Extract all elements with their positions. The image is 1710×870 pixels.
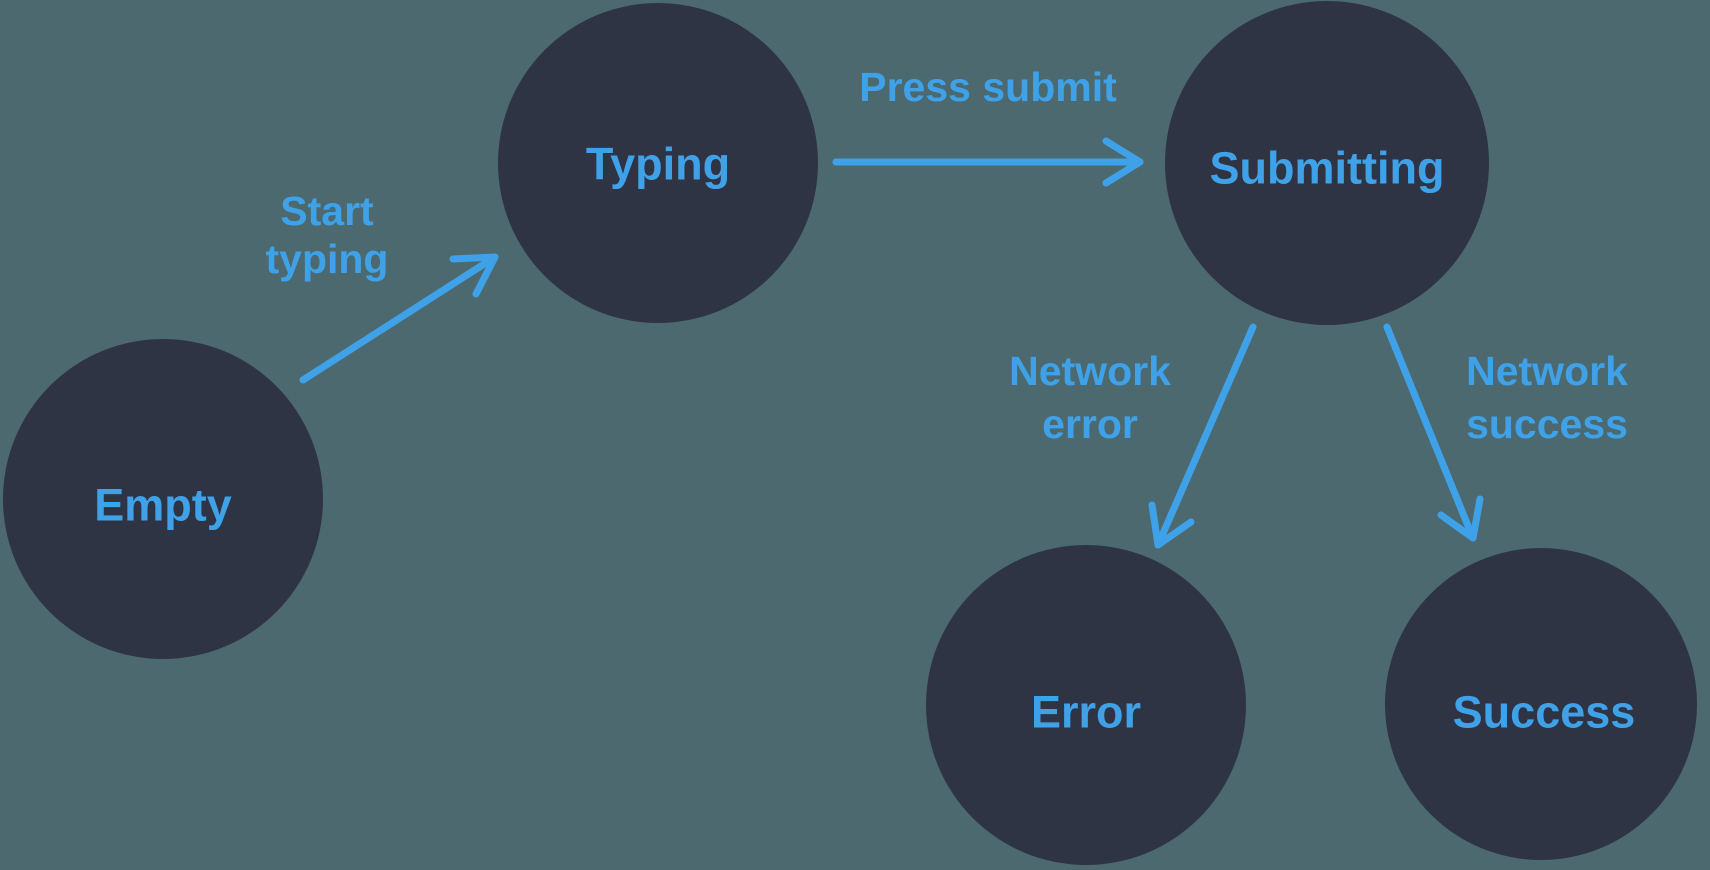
transition-arrow-press-submit bbox=[832, 137, 1144, 187]
arrow-head-icon bbox=[449, 253, 499, 298]
arrow-head-icon bbox=[1437, 495, 1484, 542]
state-label-submitting: Submitting bbox=[1210, 143, 1445, 194]
arrow-shaft bbox=[1383, 323, 1477, 542]
state-label-empty: Empty bbox=[94, 480, 232, 531]
transition-label-start-typing-line1: Start bbox=[280, 188, 374, 234]
arrow-head-icon bbox=[1102, 137, 1144, 187]
state-node-success bbox=[1385, 548, 1697, 860]
transition-label-network-error-line1: Network bbox=[1009, 348, 1171, 394]
state-node-typing bbox=[498, 3, 818, 323]
transition-label-network-success-line1: Network bbox=[1466, 348, 1628, 394]
transition-arrow-network-error bbox=[1148, 323, 1257, 549]
state-label-error: Error bbox=[1031, 687, 1141, 738]
state-label-success: Success bbox=[1453, 687, 1636, 738]
state-node-submitting bbox=[1165, 1, 1489, 325]
transition-label-start-typing-line2: typing bbox=[266, 236, 389, 282]
arrow-head-icon bbox=[1148, 501, 1195, 549]
state-node-error bbox=[926, 545, 1246, 865]
transition-label-press-submit: Press submit bbox=[859, 64, 1117, 110]
arrow-shaft bbox=[1154, 323, 1257, 549]
arrow-shaft bbox=[299, 253, 499, 384]
transition-arrow-start-typing bbox=[299, 253, 499, 384]
transition-arrow-network-success bbox=[1383, 323, 1484, 542]
transition-label-network-success-line2: success bbox=[1466, 401, 1628, 447]
state-label-typing: Typing bbox=[586, 139, 730, 190]
state-node-empty bbox=[3, 339, 323, 659]
transition-label-network-error-line2: error bbox=[1042, 401, 1138, 447]
